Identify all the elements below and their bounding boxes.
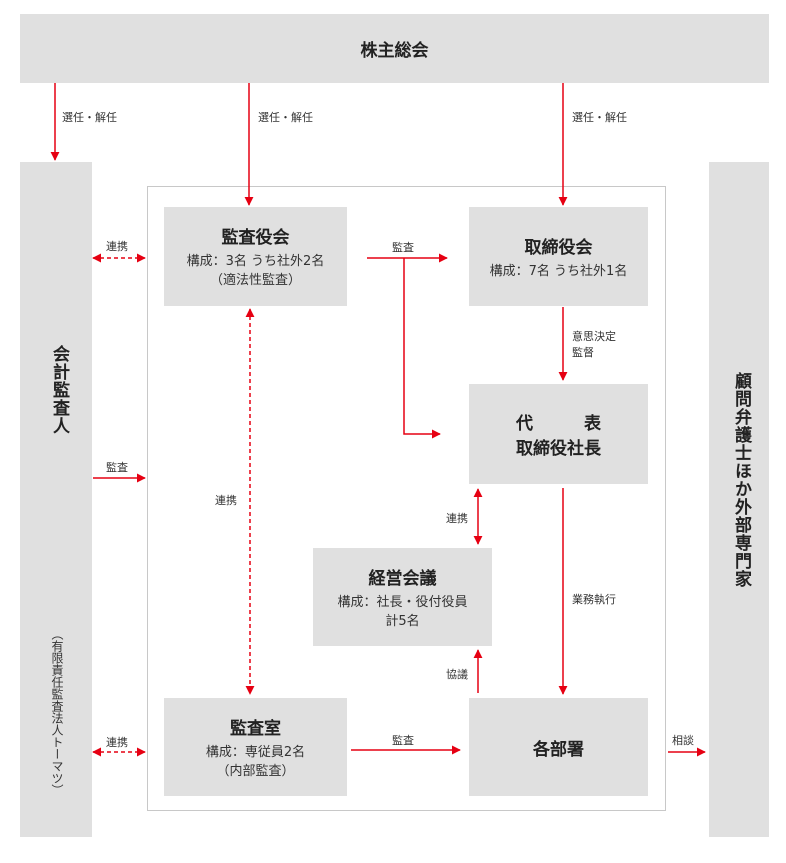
node-president: 代 表 取締役社長 [469,384,648,484]
edge-label: 意思決定 [572,330,616,343]
edge-label: 連携 [106,736,128,749]
node-departments: 各部署 [469,698,648,796]
edge-label: 監査 [392,241,414,254]
node-board-of-directors: 取締役会 構成：7名 うち社外1名 [469,207,648,306]
node-title: 取締役会 [524,237,593,258]
node-title: 経営会議 [368,568,437,589]
node-line: 構成：7名 うち社外1名 [489,263,628,279]
edge-label: 選任・解任 [258,111,313,124]
edge-label: 協議 [446,668,468,681]
edge-label: 監査 [106,461,128,474]
arrow-audit-board-to-president [403,258,441,439]
edge-label: 連携 [446,512,468,525]
node-external-advisors: 顧問弁護士ほか外部専門家 [709,162,769,837]
edge-label: 選任・解任 [62,111,117,124]
node-audit-board: 監査役会 構成：3名 うち社外2名 （適法性監査） [164,207,347,306]
node-title: 監査役会 [221,228,290,248]
edge-label: 相談 [672,734,694,747]
node-line: 構成：社長・役付役員 [337,594,468,610]
edge-label: 監査 [392,734,414,747]
node-title: 各部署 [533,739,584,760]
node-title: 会計監査人 [49,345,69,435]
edge-label: 選任・解任 [572,111,627,124]
node-title-line: 取締役社長 [516,439,601,459]
node-accounting-auditor: 会計監査人 （有限責任監査法人トーマツ） [20,162,92,837]
node-audit-office: 監査室 構成：専従員2名 （内部監査） [164,698,347,796]
node-note: （有限責任監査法人トーマツ） [50,628,64,796]
node-title: 監査室 [230,718,281,739]
node-title-line: 代 表 [516,414,601,434]
edge-label: 連携 [215,494,237,507]
node-title: 顧問弁護士ほか外部専門家 [731,372,751,588]
node-management-meeting: 経営会議 構成：社長・役付役員 計5名 [313,548,492,646]
edge-label: 連携 [106,240,128,253]
node-line: 構成：3名 うち社外2名 [186,254,325,269]
edge-label: 監督 [572,346,594,359]
node-line: （適法性監査） [209,273,301,288]
node-shareholders-meeting: 株主総会 [20,14,769,83]
node-line: （内部監査） [216,763,295,779]
node-line: 構成：専従員2名 [205,744,306,760]
node-title: 株主総会 [360,41,429,61]
edge-label: 業務執行 [572,593,616,606]
node-line: 計5名 [385,613,420,629]
